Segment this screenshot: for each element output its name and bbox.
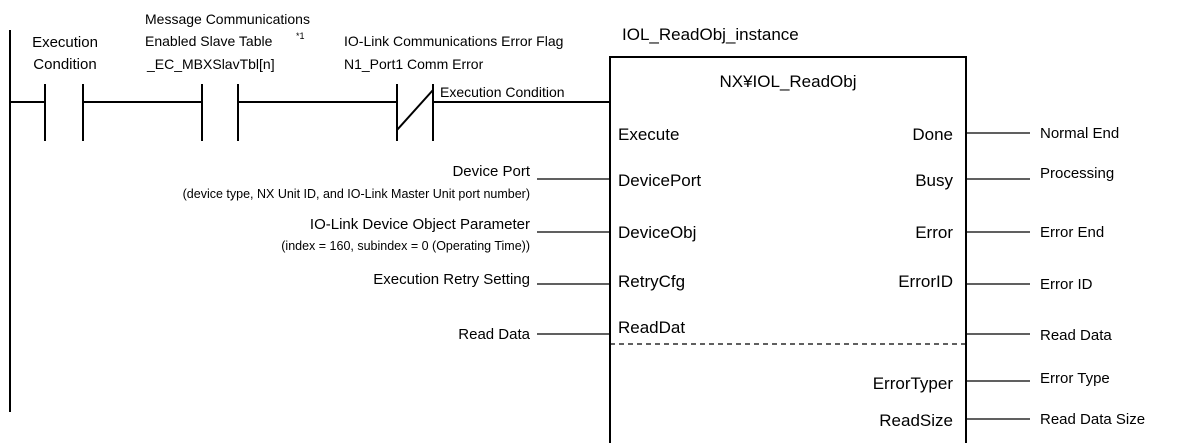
- iolink-error-flag-variable: N1_Port1 Comm Error: [344, 56, 484, 72]
- device-obj-note: (index = 160, subindex = 0 (Operating Ti…: [281, 239, 530, 253]
- error-typer-output-label: Error Type: [1040, 370, 1110, 387]
- pin-busy: Busy: [915, 171, 953, 190]
- busy-output-label: Processing: [1040, 165, 1114, 182]
- execution-condition-contact: [44, 84, 84, 141]
- pin-error-typer: ErrorTyper: [873, 374, 954, 393]
- execution-condition-rung-label: Execution Condition: [440, 84, 565, 100]
- read-dat-input-label: Read Data: [458, 326, 530, 343]
- pin-execute: Execute: [618, 125, 679, 144]
- pin-done: Done: [912, 125, 953, 144]
- pin-device-port: DevicePort: [618, 171, 701, 190]
- done-output-label: Normal End: [1040, 125, 1119, 142]
- msg-comm-footnote: *1: [296, 31, 305, 41]
- error-output-label: Error End: [1040, 224, 1104, 241]
- iolink-error-flag-label: IO-Link Communications Error Flag: [344, 33, 563, 49]
- pin-read-size: ReadSize: [879, 411, 953, 430]
- msg-comm-label-line1: Message Communications: [145, 11, 310, 27]
- device-port-note: (device type, NX Unit ID, and IO-Link Ma…: [183, 187, 530, 201]
- device-port-label: Device Port: [452, 163, 530, 180]
- pin-retry-cfg: RetryCfg: [618, 272, 685, 291]
- function-block-box: [609, 56, 967, 443]
- read-size-output-label: Read Data Size: [1040, 411, 1145, 428]
- fb-instance-name: IOL_ReadObj_instance: [622, 25, 799, 44]
- error-id-output-label: Error ID: [1040, 276, 1093, 293]
- pin-error: Error: [915, 223, 953, 242]
- exec-cond-label-line2: Condition: [33, 56, 96, 73]
- pin-read-dat: ReadDat: [618, 318, 685, 337]
- exec-cond-label-line1: Execution: [32, 34, 98, 51]
- pin-error-id: ErrorID: [898, 272, 953, 291]
- msg-comm-variable: _EC_MBXSlavTbl[n]: [146, 56, 275, 72]
- retry-cfg-label: Execution Retry Setting: [373, 271, 530, 288]
- pin-device-obj: DeviceObj: [618, 223, 696, 242]
- iolink-error-nc-contact: [396, 84, 434, 141]
- read-dat-output-label: Read Data: [1040, 327, 1112, 344]
- fb-type-name: NX¥IOL_ReadObj: [719, 72, 856, 91]
- msg-comm-label-line2: Enabled Slave Table: [145, 33, 273, 49]
- device-obj-label: IO-Link Device Object Parameter: [310, 216, 530, 233]
- slave-table-contact: [201, 84, 239, 141]
